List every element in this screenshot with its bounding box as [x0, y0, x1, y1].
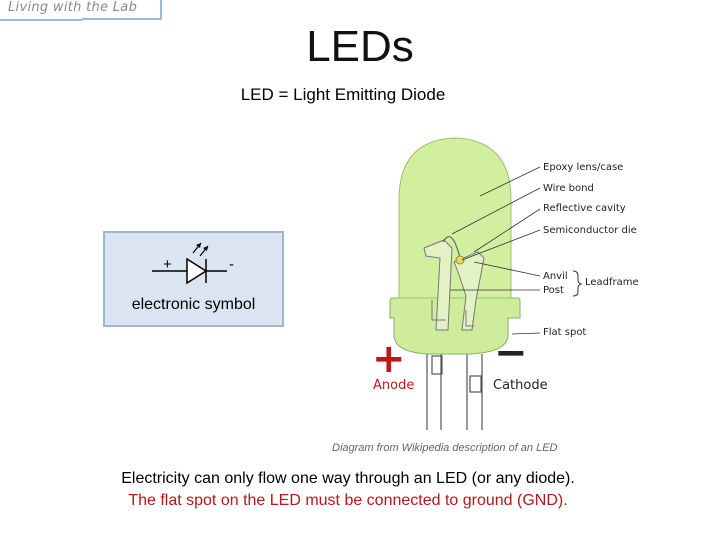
- leader-lines: [450, 166, 541, 335]
- led-epoxy-lens: [398, 137, 512, 299]
- led-wire-bond: [442, 236, 461, 259]
- note-flat-spot: The flat spot on the LED must be connect…: [128, 492, 568, 509]
- brand-underline: [0, 19, 82, 21]
- label-leadframe: Leadframe: [585, 277, 639, 288]
- brand-underline-right: [82, 18, 162, 20]
- page-subtitle: LED = Light Emitting Diode: [240, 85, 446, 104]
- electronic-symbol-box: + - electronic symbol: [103, 231, 284, 327]
- label-wire-bond: Wire bond: [543, 183, 594, 194]
- symbol-caption: electronic symbol: [131, 296, 256, 313]
- label-semiconductor-die: Semiconductor die: [543, 225, 637, 236]
- note-one-way: Electricity can only flow one way throug…: [121, 470, 575, 487]
- label-flat-spot: Flat spot: [543, 327, 586, 338]
- led-die: [455, 255, 465, 265]
- leadframe-brace: [572, 270, 583, 297]
- label-post: Post: [543, 285, 564, 296]
- label-reflective-cavity: Reflective cavity: [543, 203, 626, 214]
- label-cathode: Cathode: [493, 378, 548, 393]
- page-title: LEDs: [306, 22, 414, 71]
- label-anvil: Anvil: [543, 271, 568, 282]
- brand-text: Living with the Lab: [8, 0, 138, 15]
- symbol-plus: +: [163, 256, 172, 273]
- label-anode: Anode: [373, 378, 414, 393]
- led-leadframe: [423, 239, 485, 331]
- label-epoxy: Epoxy lens/case: [543, 162, 623, 173]
- symbol-minus: -: [229, 256, 234, 273]
- brand-divider: [160, 0, 162, 20]
- cathode-minus-sign: −: [494, 330, 528, 376]
- anode-plus-sign: +: [372, 336, 406, 382]
- brand-header: Living with the Lab: [0, 0, 162, 21]
- diagram-caption: Diagram from Wikipedia description of an…: [332, 442, 558, 454]
- led-flange: [389, 297, 521, 355]
- led-leads: [426, 354, 483, 430]
- diode-symbol-icon: + -: [152, 242, 234, 285]
